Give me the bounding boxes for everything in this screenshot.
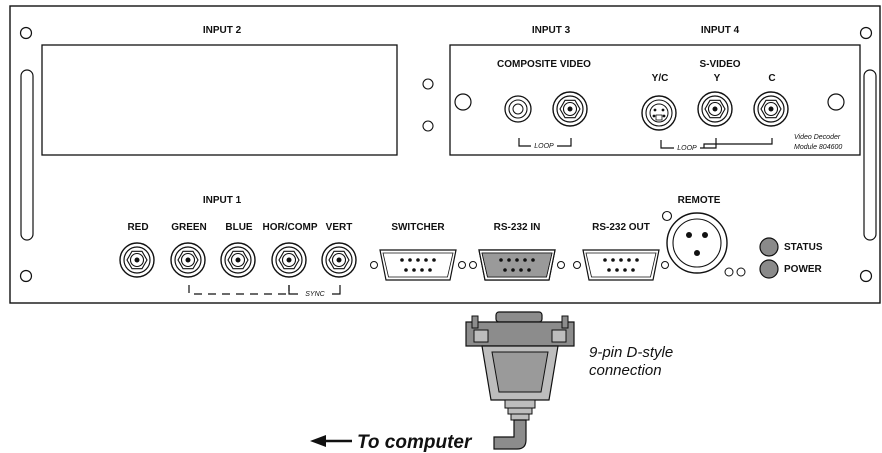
- rs232-in-port[interactable]: [468, 249, 566, 281]
- composite-video-label: COMPOSITE VIDEO: [497, 59, 591, 70]
- module-screw-icon: [827, 93, 845, 111]
- vert-label: VERT: [326, 222, 353, 233]
- red-label: RED: [127, 222, 148, 233]
- slot-screw-icon: [422, 120, 434, 132]
- right-handle: [863, 69, 877, 241]
- sync-label: SYNC: [305, 291, 325, 298]
- corner-screw-icon: [859, 269, 873, 283]
- c-label: C: [768, 73, 775, 84]
- remote-screw-icon: [736, 267, 746, 277]
- horcomp-label: HOR/COMP: [263, 222, 318, 233]
- to-computer-label: To computer: [357, 432, 473, 453]
- vert-bnc-connector[interactable]: [321, 242, 357, 278]
- blue-label: BLUE: [225, 222, 253, 233]
- rs232-out-label: RS-232 OUT: [592, 222, 650, 233]
- decoder-module-label-1: Video Decoder: [794, 134, 841, 141]
- horcomp-bnc-connector[interactable]: [271, 242, 307, 278]
- input4-label: INPUT 4: [701, 25, 740, 36]
- dsub-cable-plug: [465, 311, 575, 450]
- corner-screw-icon: [19, 26, 33, 40]
- red-bnc-connector[interactable]: [119, 242, 155, 278]
- yc-label: Y/C: [652, 73, 669, 84]
- green-label: GREEN: [171, 222, 207, 233]
- connection-callout-line2: connection: [589, 362, 662, 379]
- svideo-c-bnc-connector[interactable]: [753, 91, 789, 127]
- svideo-y-bnc-connector[interactable]: [697, 91, 733, 127]
- rs232-in-label: RS-232 IN: [494, 222, 541, 233]
- switcher-dsub-port[interactable]: [369, 249, 467, 281]
- composite-loop-bracket: [518, 138, 572, 147]
- connection-callout-line1: 9-pin D-style: [589, 344, 673, 361]
- y-label: Y: [714, 73, 721, 84]
- switcher-label: SWITCHER: [391, 222, 445, 233]
- corner-screw-icon: [859, 26, 873, 40]
- arrow-left-icon: [310, 435, 352, 447]
- decoder-module-label-2: Module 804600: [794, 144, 842, 151]
- rs232-out-dsub-port[interactable]: [572, 249, 670, 281]
- blue-bnc-connector[interactable]: [220, 242, 256, 278]
- composite-bnc-connector[interactable]: [552, 91, 588, 127]
- power-label: POWER: [784, 264, 823, 275]
- left-handle: [20, 69, 34, 241]
- power-led: [759, 259, 779, 279]
- module-screw-icon: [454, 93, 472, 111]
- composite-loop-label: LOOP: [534, 143, 554, 150]
- remote-label: REMOTE: [678, 195, 721, 206]
- status-led: [759, 237, 779, 257]
- input3-label: INPUT 3: [532, 25, 571, 36]
- s-video-label: S-VIDEO: [699, 59, 740, 70]
- sync-bracket: [288, 285, 341, 295]
- input2-label: INPUT 2: [203, 25, 242, 36]
- input1-label: INPUT 1: [203, 195, 242, 206]
- svideo-loop-label: LOOP: [677, 145, 697, 152]
- remote-xlr-connector[interactable]: [666, 212, 728, 274]
- slot-screw-icon: [422, 78, 434, 90]
- remote-screw-icon: [724, 267, 734, 277]
- status-label: STATUS: [784, 242, 823, 253]
- input2-slot: [41, 44, 398, 156]
- green-bnc-connector[interactable]: [170, 242, 206, 278]
- corner-screw-icon: [19, 269, 33, 283]
- svideo-loop-bracket: [660, 138, 773, 149]
- remote-latch-icon: [661, 210, 673, 222]
- svideo-yc-connector[interactable]: [641, 95, 677, 131]
- composite-rca-jack[interactable]: [504, 95, 532, 123]
